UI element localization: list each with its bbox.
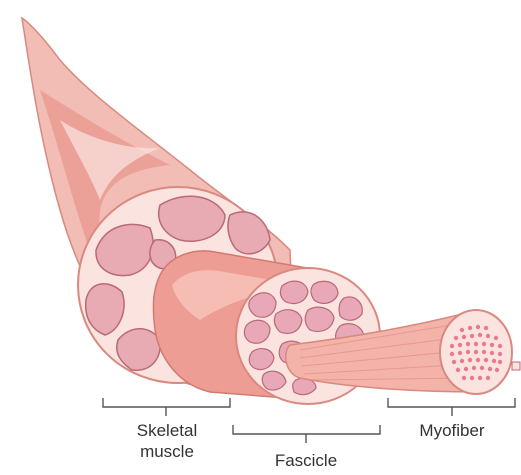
fascicle-bracket <box>233 425 380 443</box>
skeletal-muscle-bracket <box>103 398 230 416</box>
skeletal-muscle-label-line1: Skeletal <box>137 421 197 440</box>
myofiber-bracket <box>388 398 515 416</box>
myofiber-label: Myofiber <box>419 421 485 440</box>
skeletal-muscle-label-line2: muscle <box>140 442 194 461</box>
fascicle-label: Fascicle <box>275 451 337 470</box>
myofibril-tip <box>512 362 520 370</box>
